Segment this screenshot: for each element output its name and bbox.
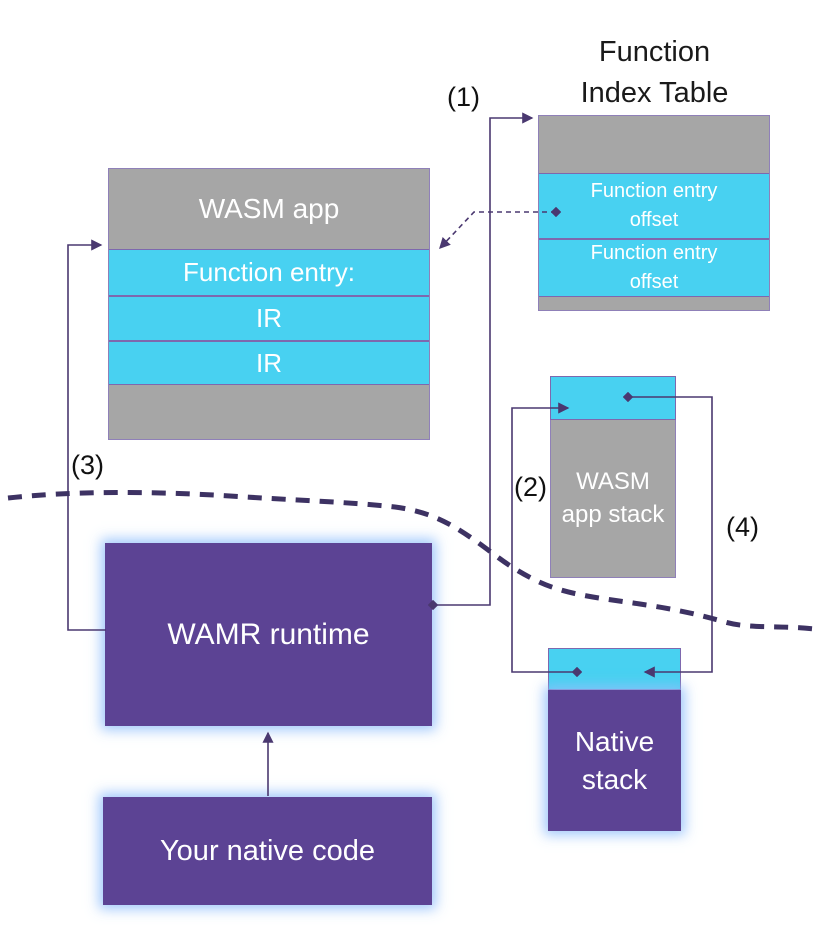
native-stack-topbar [548,648,681,690]
wasm-app-row-function-entry: Function entry: [109,249,429,296]
wasm-app-stack-body: WASM app stack [550,420,676,578]
step-label-4: (4) [726,512,759,542]
function-index-table-box: Function entry offset Function entry off… [538,115,770,311]
wasm-app-stack-topbar [550,376,676,420]
wasm-app-stack-label: WASM app stack [561,468,665,528]
wamr-runtime-label: WAMR runtime [167,617,370,651]
step-label-1: (1) [447,82,480,112]
your-native-code-label: Your native code [160,834,375,867]
function-index-table-header [539,116,769,173]
function-index-table-title: Function Index Table [580,36,729,109]
function-index-table-footer [539,297,769,310]
your-native-code-box: Your native code [103,797,432,905]
wasm-app-title: WASM app [198,193,340,224]
step-label-3: (3) [71,450,104,480]
wasm-app-header: WASM app [109,169,429,249]
function-entry-label: Function entry: [183,257,355,287]
connector-step1-arrow [427,112,534,611]
wasm-app-row-ir-2: IR [109,341,429,385]
function-index-table-row-1: Function entry offset [539,173,769,239]
wasm-app-stack-box: WASM app stack [550,376,676,578]
connector-step3-arrow [67,239,106,631]
wamr-runtime-box: WAMR runtime [105,543,432,726]
step-label-2: (2) [514,472,547,502]
function-entry-offset-label-1: Function entry offset [590,180,718,231]
wasm-app-footer [109,385,429,439]
function-entry-offset-label-2: Function entry offset [590,242,718,293]
ir-label-2: IR [256,347,282,378]
function-index-table-row-2: Function entry offset [539,239,769,297]
native-stack-body: Native stack [548,690,681,831]
wasm-app-box: WASM app Function entry: IR IR [108,168,430,440]
native-stack-box: Native stack [548,648,681,831]
ir-label-1: IR [256,303,282,333]
wasm-app-row-ir-1: IR [109,296,429,341]
native-stack-label: Native stack [574,725,655,795]
